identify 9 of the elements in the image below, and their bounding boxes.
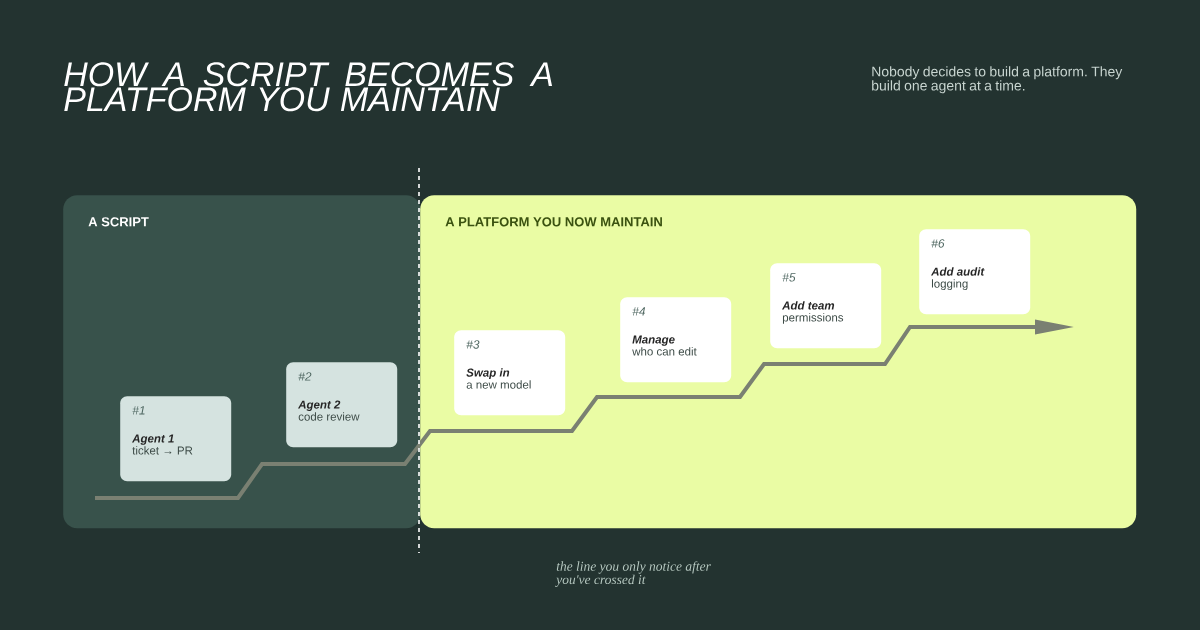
step-card: #4 Manage who can edit [620,297,732,383]
subtitle: Nobody decides to build a platform. They build one agent at a time. [872,66,1123,94]
handwritten-note: the line you only notice after you've crossed it [555,561,711,587]
step-card: #6 Add audit logging [919,229,1031,315]
step-card: #2 Agent 2 code review [286,362,398,448]
step-card: #5 Add team permissions [770,263,882,349]
step-card: #3 Swap in a new model [454,330,566,416]
step-card: #1 Agent 1 ticket → PR [120,396,232,482]
title: HOW A SCRIPT BECOMES A PLATFORM YOU MAINTAIN [64,62,553,112]
